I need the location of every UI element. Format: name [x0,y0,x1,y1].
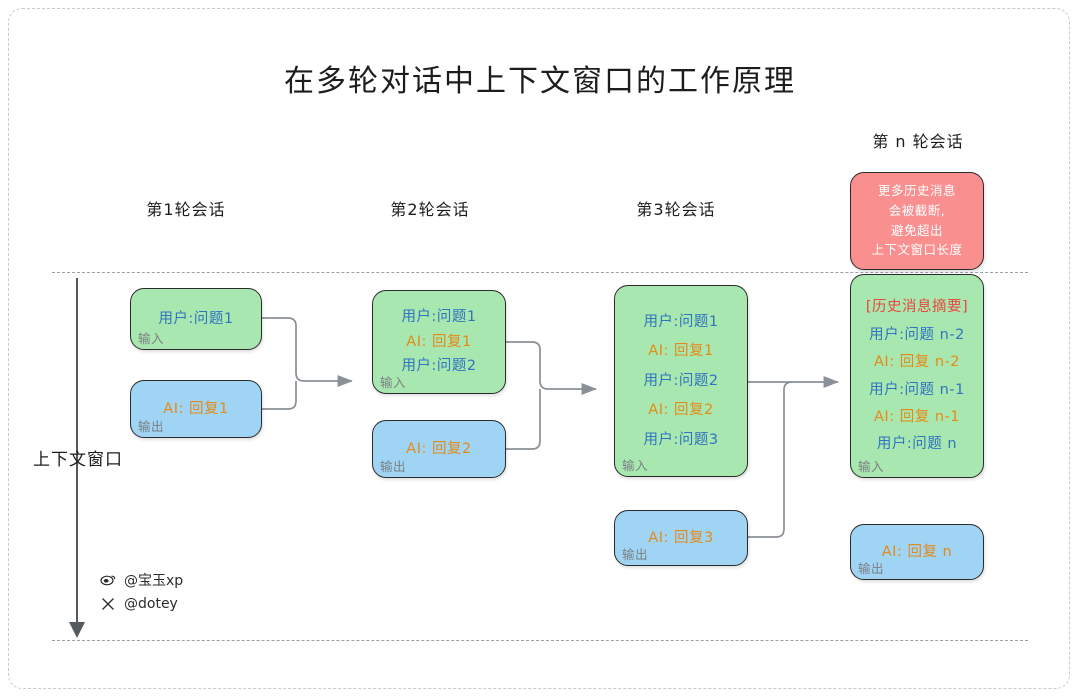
round-2-output-lines: AI: 回复2 [373,438,505,460]
round-heading-2: 第2轮会话 [390,200,470,219]
round-n-output-lines: AI: 回复 n [851,541,983,563]
message-line: 用户:问题1 [158,310,234,327]
context-window-axis [76,278,78,630]
round-2-input-box[interactable]: 用户:问题1 AI: 回复1 用户:问题2 输入 [372,290,506,394]
round-2-input-lines: 用户:问题1 AI: 回复1 用户:问题2 [373,306,505,377]
truncation-line: 避免超出 [890,222,943,238]
message-line: AI: 回复 n-1 [874,408,960,425]
message-line: AI: 回复1 [648,343,714,360]
message-line: 用户:问题1 [643,313,719,330]
io-label-output: 输出 [858,561,885,576]
io-label-output: 输出 [380,459,407,474]
truncation-line: 上下文窗口长度 [871,242,963,258]
message-line: AI: 回复3 [648,529,714,546]
down-arrow-icon [69,622,85,638]
history-summary-line: [历史消息摘要] [865,299,969,316]
message-line: 用户:问题 n-1 [869,381,965,398]
round-3-input-lines: 用户:问题1 AI: 回复1 用户:问题2 AI: 回复2 用户:问题3 [615,311,747,451]
weibo-icon [100,572,116,588]
message-line: AI: 回复2 [648,402,714,419]
io-label-input: 输入 [622,458,649,473]
io-label-input: 输入 [380,375,407,390]
io-label-input: 输入 [858,459,885,474]
round-n-input-lines: [历史消息摘要] 用户:问题 n-2 AI: 回复 n-2 用户:问题 n-1 … [851,296,983,456]
x-twitter-icon [100,596,116,612]
round-n-input-box[interactable]: [历史消息摘要] 用户:问题 n-2 AI: 回复 n-2 用户:问题 n-1 … [850,274,984,478]
context-window-axis-label: 上下文窗口 [33,450,123,470]
message-line: 用户:问题3 [643,431,719,448]
message-line: 用户:问题 n-2 [869,326,965,343]
social-handle-label: @dotey [124,596,178,612]
page-title: 在多轮对话中上下文窗口的工作原理 [284,64,796,99]
round-n-output-box[interactable]: AI: 回复 n 输出 [850,524,984,580]
round-1-input-box[interactable]: 用户:问题1 输入 [130,288,262,350]
round-n-truncated-lines: 更多历史消息 会被截断, 避免超出 上下文窗口长度 [851,182,983,260]
round-3-output-lines: AI: 回复3 [615,527,747,549]
context-window-bottom-boundary [52,640,1028,641]
round-3-input-box[interactable]: 用户:问题1 AI: 回复1 用户:问题2 AI: 回复2 用户:问题3 输入 [614,285,748,477]
message-line: 用户:问题2 [401,358,477,375]
message-line: AI: 回复1 [163,400,229,417]
round-heading-3: 第3轮会话 [636,200,716,219]
truncation-line: 会被截断, [888,202,946,218]
round-n-truncated-box[interactable]: 更多历史消息 会被截断, 避免超出 上下文窗口长度 [850,172,984,270]
social-handle-label: @宝玉xp [124,573,184,589]
social-row-x[interactable]: @dotey [100,596,183,612]
message-line: 用户:问题1 [401,309,477,326]
message-line: 用户:问题2 [643,372,719,389]
round-1-output-box[interactable]: AI: 回复1 输出 [130,380,262,438]
truncation-line: 更多历史消息 [877,183,956,198]
round-heading-1: 第1轮会话 [146,200,226,219]
round-3-output-box[interactable]: AI: 回复3 输出 [614,510,748,566]
social-row-weibo[interactable]: @宝玉xp [100,570,183,590]
round-2-output-box[interactable]: AI: 回复2 输出 [372,420,506,478]
io-label-input: 输入 [138,331,165,346]
io-label-output: 输出 [138,419,165,434]
message-line: AI: 回复 n-2 [874,354,960,371]
context-window-top-boundary [52,272,1028,273]
io-label-output: 输出 [622,547,649,562]
round-1-input-lines: 用户:问题1 [131,308,261,330]
message-line: AI: 回复1 [406,333,472,350]
round-heading-n: 第 n 轮会话 [872,132,964,151]
message-line: AI: 回复 n [881,543,953,560]
round-1-output-lines: AI: 回复1 [131,398,261,420]
message-line: AI: 回复2 [406,440,472,457]
message-line: 用户:问题 n [876,436,958,453]
social-handles: @宝玉xp @dotey [100,570,183,612]
